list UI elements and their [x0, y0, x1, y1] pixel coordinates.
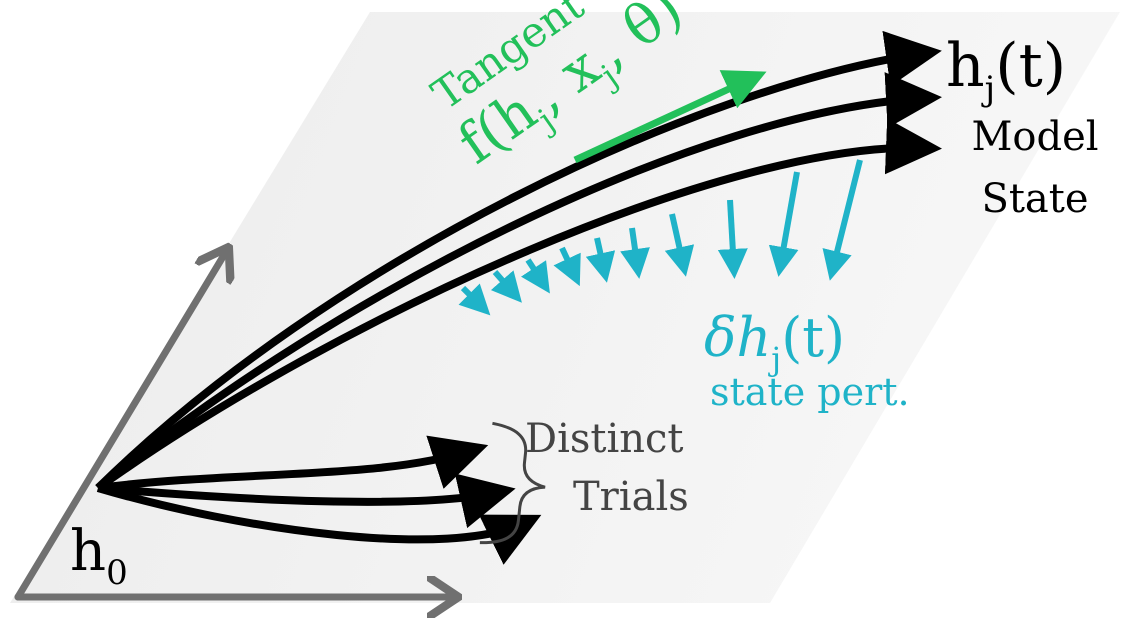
perturbation-arrow — [458, 283, 491, 316]
model-label: Model — [971, 114, 1098, 160]
perturbation-arrow — [490, 270, 522, 303]
trials-label-line1: Distinct — [525, 416, 684, 462]
perturbation-arrow — [822, 159, 863, 281]
perturbation-arrow — [768, 171, 800, 277]
trial-trajectory — [96, 484, 542, 565]
trial-trajectory — [97, 435, 489, 492]
trials-brace — [479, 421, 546, 545]
trial-trajectories — [96, 435, 542, 565]
state-word-label: State — [981, 176, 1088, 222]
trial-trajectory — [97, 473, 516, 529]
perturbation-arrow — [553, 246, 581, 287]
perturbation-arrow — [585, 237, 616, 283]
trials-label-line2: Trials — [573, 474, 689, 520]
trajectory-lower — [95, 118, 942, 492]
origin-label: h0 — [70, 519, 128, 593]
state-label: hj(t) — [946, 31, 1066, 109]
perturbation-arrow — [520, 258, 550, 294]
perturbation-arrow — [620, 227, 650, 279]
perturbation-caption: state pert. — [710, 370, 910, 414]
state-space-plane — [10, 12, 1120, 603]
trajectory-middle — [95, 72, 942, 492]
trajectory-upper — [95, 30, 942, 491]
perturbation-arrow — [717, 199, 748, 279]
model-trajectories — [95, 30, 942, 492]
perturbation-arrows — [458, 159, 863, 316]
perturbation-label: δhj(t) — [704, 306, 845, 378]
tangent-arrow — [573, 70, 767, 164]
perturbation-arrow — [664, 213, 695, 277]
vertical-axis — [14, 250, 227, 601]
